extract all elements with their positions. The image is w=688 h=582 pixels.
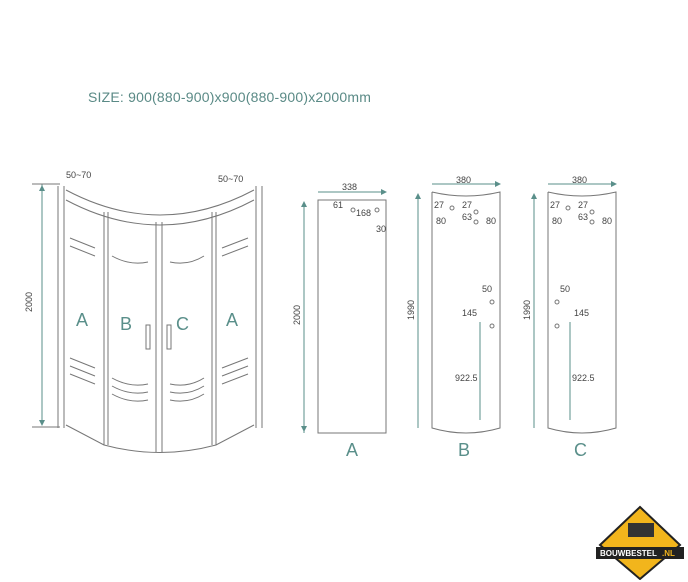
a-height: 2000 bbox=[292, 305, 302, 325]
b-d1: 27 bbox=[434, 200, 444, 210]
c-d5: 80 bbox=[602, 216, 612, 226]
panel-label: A bbox=[226, 310, 238, 330]
c-height: 1990 bbox=[522, 300, 532, 320]
overview-height: 2000 bbox=[24, 292, 34, 312]
b-d3: 63 bbox=[462, 212, 472, 222]
side-left: 50~70 bbox=[66, 170, 91, 180]
logo-tld: .NL bbox=[662, 549, 675, 558]
c-bottom: 922.5 bbox=[572, 373, 595, 383]
b-edge: 50 bbox=[482, 284, 492, 294]
c-d4: 80 bbox=[552, 216, 562, 226]
size-title: SIZE: 900(880-900)x900(880-900)x2000mm bbox=[88, 89, 372, 105]
b-d4: 80 bbox=[436, 216, 446, 226]
c-edge: 50 bbox=[560, 284, 570, 294]
b-label: B bbox=[458, 440, 470, 460]
b-d2: 27 bbox=[462, 200, 472, 210]
b-d5: 80 bbox=[486, 216, 496, 226]
logo-brand: BOUWBESTEL bbox=[600, 549, 657, 558]
a-width: 338 bbox=[342, 182, 357, 192]
c-spacing: 145 bbox=[574, 308, 589, 318]
b-spacing: 145 bbox=[462, 308, 477, 318]
a-hole-top: 61 bbox=[333, 200, 343, 210]
a-hole-spacing: 168 bbox=[356, 208, 371, 218]
side-right: 50~70 bbox=[218, 174, 243, 184]
bouwbestel-logo: BOUWBESTEL .NL bbox=[596, 505, 684, 580]
panel-label: B bbox=[120, 314, 132, 334]
b-height: 1990 bbox=[406, 300, 416, 320]
a-hole-edge: 30 bbox=[376, 224, 386, 234]
c-d2: 27 bbox=[578, 200, 588, 210]
c-d3: 63 bbox=[578, 212, 588, 222]
panel-label: C bbox=[176, 314, 189, 334]
a-label: A bbox=[346, 440, 358, 460]
c-d1: 27 bbox=[550, 200, 560, 210]
c-label: C bbox=[574, 440, 587, 460]
c-width: 380 bbox=[572, 175, 587, 185]
b-width: 380 bbox=[456, 175, 471, 185]
b-bottom: 922.5 bbox=[455, 373, 478, 383]
panel-label: A bbox=[76, 310, 88, 330]
